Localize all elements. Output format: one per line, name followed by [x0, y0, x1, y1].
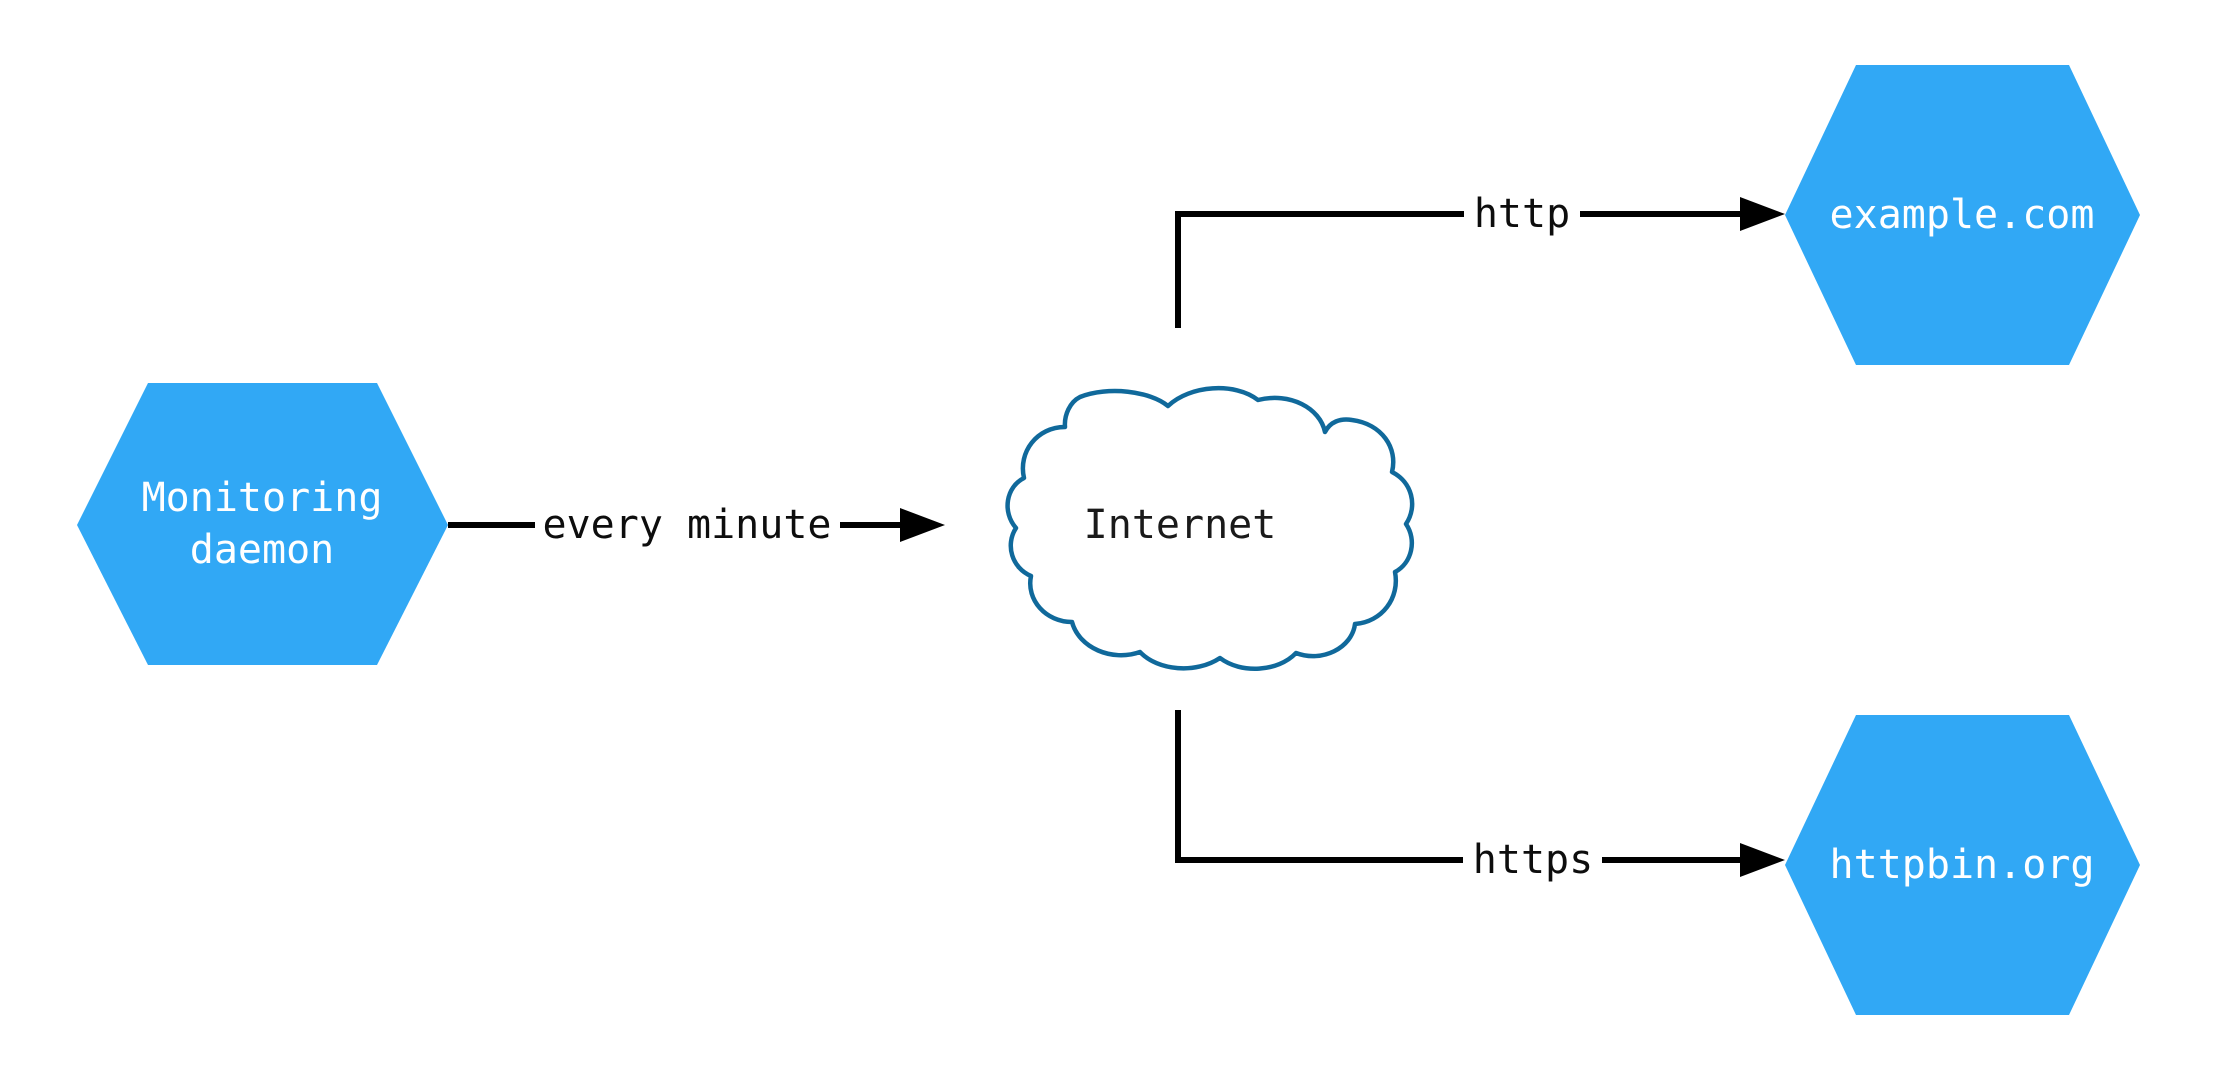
node-example-com[interactable]: example.com: [1785, 65, 2140, 365]
edge-daemon-to-internet-arrowhead: [900, 508, 945, 542]
internet-label: Internet: [1084, 502, 1277, 548]
httpbin-org-hexagon-shape[interactable]: [1785, 715, 2140, 1015]
edge-label-every-minute: every minute: [543, 502, 832, 548]
node-internet[interactable]: Internet: [1005, 385, 1415, 671]
internet-cloud-shape[interactable]: [1005, 385, 1415, 671]
node-monitoring-daemon[interactable]: Monitoring daemon: [77, 383, 448, 665]
monitoring-daemon-label-line2: daemon: [190, 527, 335, 573]
edge-label-http: http: [1474, 191, 1570, 237]
example-com-hexagon-shape[interactable]: [1785, 65, 2140, 365]
node-httpbin-org[interactable]: httpbin.org: [1785, 715, 2140, 1015]
monitoring-daemon-hexagon-shape[interactable]: [77, 383, 448, 665]
example-com-label: example.com: [1830, 192, 2095, 238]
edge-internet-to-httpbin-arrowhead: [1740, 843, 1785, 877]
httpbin-org-label: httpbin.org: [1830, 842, 2095, 888]
edge-label-https: https: [1473, 837, 1593, 883]
edge-daemon-to-internet: every minute: [448, 502, 945, 548]
edge-internet-to-example: http: [1175, 191, 1785, 328]
edge-internet-to-httpbin: https: [1175, 710, 1785, 883]
edge-internet-to-example-arrowhead: [1740, 197, 1785, 231]
monitoring-daemon-label-line1: Monitoring: [142, 475, 383, 521]
